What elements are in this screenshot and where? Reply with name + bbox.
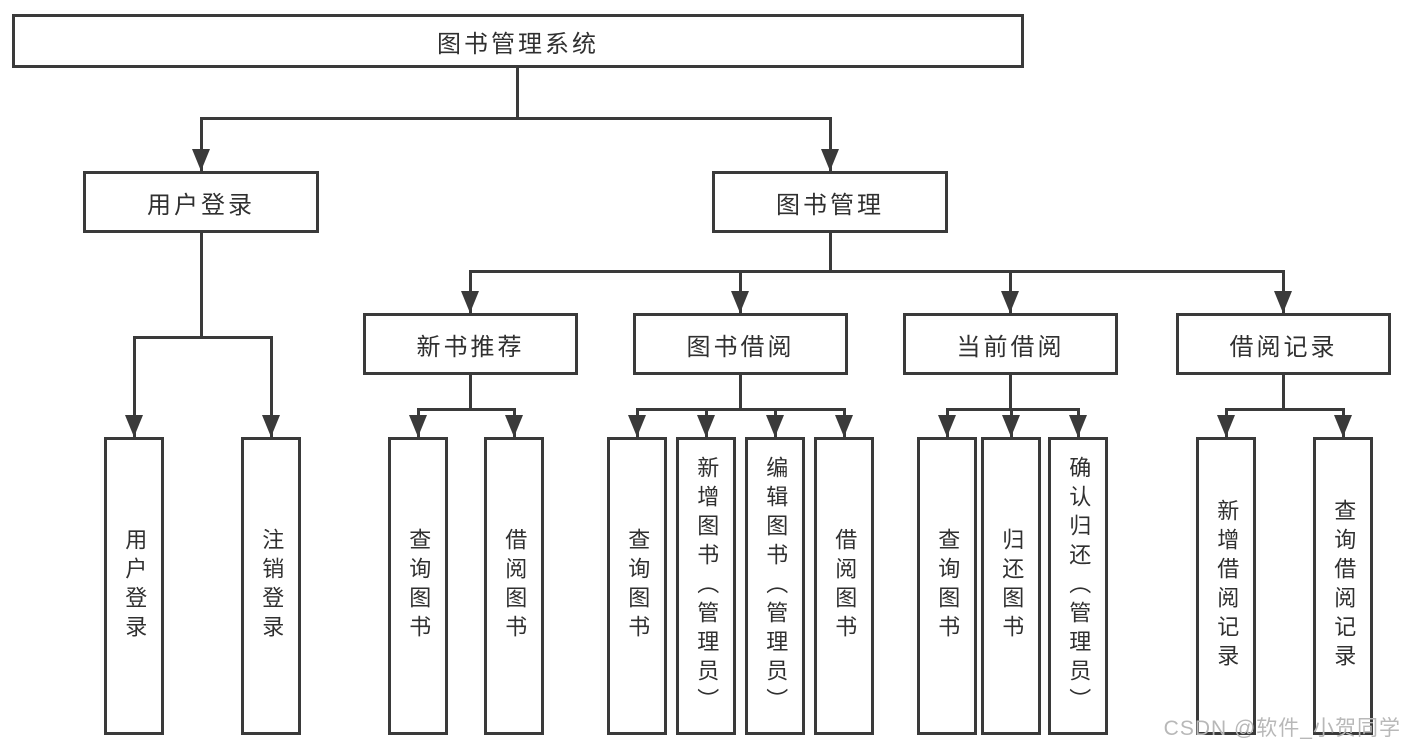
- arrow-down-icon: [731, 291, 749, 313]
- leaf-book-borrow-query: 查询图书: [607, 437, 667, 735]
- arrow-down-icon: [1002, 415, 1020, 437]
- leaf-current-borrow-confirm: 确认归还（管理员）: [1048, 437, 1108, 735]
- leaf-current-borrow-return: 归还图书: [981, 437, 1041, 735]
- node-book-mgmt: 图书管理: [712, 171, 948, 233]
- arrow-down-icon: [461, 291, 479, 313]
- leaf-book-borrow-borrow: 借阅图书: [814, 437, 874, 735]
- arrow-down-icon: [125, 415, 143, 437]
- leaf-book-borrow-edit: 编辑图书（管理员）: [745, 437, 805, 735]
- connector-root-trunk: [516, 68, 519, 120]
- connector-level2-rail: [469, 270, 1285, 273]
- leaf-new-books-borrow: 借阅图书: [484, 437, 544, 735]
- arrow-down-icon: [1001, 291, 1019, 313]
- connector-to-user-login: [200, 117, 203, 171]
- connector-book-mgmt-trunk: [829, 233, 832, 273]
- arrow-down-icon: [1069, 415, 1087, 437]
- connector-to-login-leaf: [133, 336, 136, 437]
- connector-borrow-records-rail: [1225, 408, 1345, 411]
- leaf-current-borrow-query: 查询图书: [917, 437, 977, 735]
- arrow-down-icon: [821, 149, 839, 171]
- arrow-down-icon: [1274, 291, 1292, 313]
- arrow-down-icon: [505, 415, 523, 437]
- arrow-down-icon: [262, 415, 280, 437]
- csdn-watermark: CSDN @软件_小贺同学: [1163, 717, 1401, 740]
- connector-new-books-trunk: [469, 375, 472, 411]
- leaf-borrow-records-add: 新增借阅记录: [1196, 437, 1256, 735]
- arrow-down-icon: [835, 415, 853, 437]
- connector-to-book-mgmt: [829, 117, 832, 171]
- node-borrow-records: 借阅记录: [1176, 313, 1391, 375]
- arrow-down-icon: [1217, 415, 1235, 437]
- arrow-down-icon: [192, 149, 210, 171]
- connector-current-borrow-trunk: [1009, 375, 1012, 411]
- connector-user-login-rail: [133, 336, 273, 339]
- arrow-down-icon: [938, 415, 956, 437]
- node-current-borrow: 当前借阅: [903, 313, 1118, 375]
- connector-book-borrow-rail: [636, 408, 845, 411]
- node-book-borrow: 图书借阅: [633, 313, 848, 375]
- arrow-down-icon: [697, 415, 715, 437]
- arrow-down-icon: [766, 415, 784, 437]
- leaf-borrow-records-query: 查询借阅记录: [1313, 437, 1373, 735]
- connector-user-login-trunk: [200, 233, 203, 339]
- leaf-book-borrow-add: 新增图书（管理员）: [676, 437, 736, 735]
- arrow-down-icon: [1334, 415, 1352, 437]
- connector-to-logout-leaf: [270, 336, 273, 437]
- leaf-new-books-query: 查询图书: [388, 437, 448, 735]
- node-user-login: 用户登录: [83, 171, 319, 233]
- leaf-user-login: 用户登录: [104, 437, 164, 735]
- connector-current-borrow-rail: [946, 408, 1080, 411]
- connector-new-books-rail: [417, 408, 516, 411]
- node-new-books: 新书推荐: [363, 313, 578, 375]
- connector-level1-rail: [200, 117, 831, 120]
- leaf-logout: 注销登录: [241, 437, 301, 735]
- arrow-down-icon: [409, 415, 427, 437]
- connector-borrow-records-trunk: [1282, 375, 1285, 411]
- arrow-down-icon: [628, 415, 646, 437]
- connector-book-borrow-trunk: [739, 375, 742, 411]
- node-root-system: 图书管理系统: [12, 14, 1024, 68]
